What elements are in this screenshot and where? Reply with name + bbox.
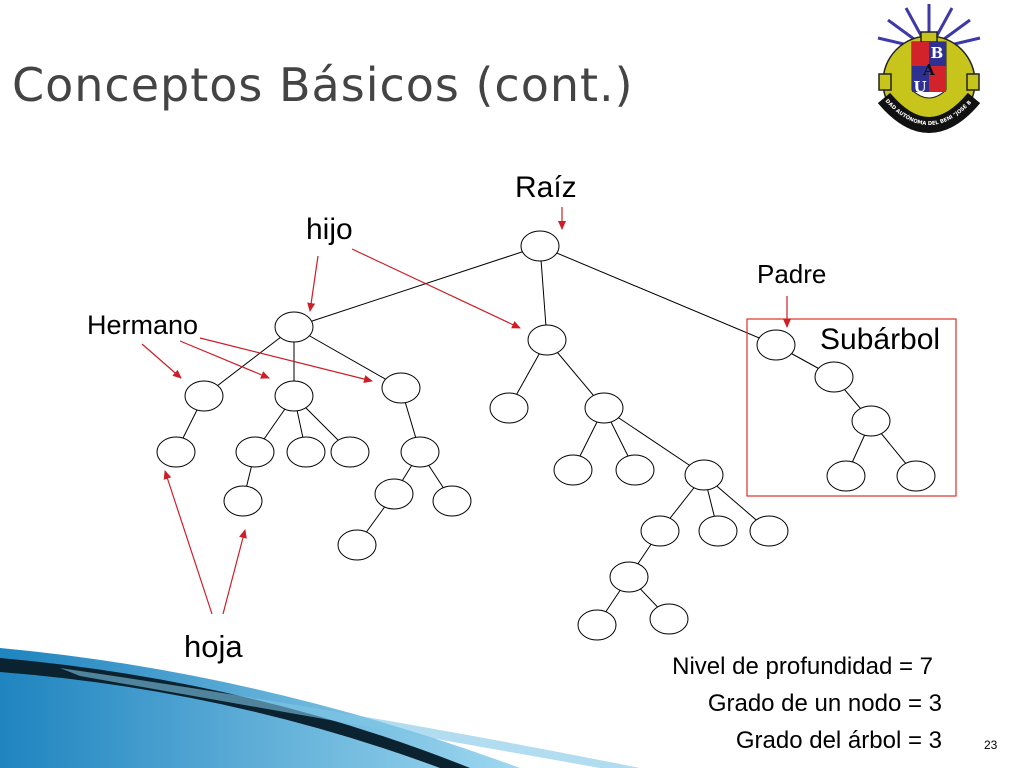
- label-hijo: hijo: [306, 213, 353, 246]
- tree-node: [274, 380, 314, 412]
- tree-node: [381, 372, 421, 404]
- tree-node-leaf: [223, 485, 263, 517]
- slide-number: 23: [984, 738, 998, 752]
- tree-node-leaf: [330, 436, 370, 468]
- tree-node-root: [520, 230, 560, 262]
- label-raiz: Raíz: [515, 171, 577, 204]
- tree-node-leaf: [156, 436, 196, 468]
- tree-node-leaf: [577, 609, 617, 641]
- tree-node: [756, 329, 796, 361]
- tree-nodes: [156, 230, 936, 641]
- tree-node-leaf: [489, 392, 529, 424]
- tree-node: [184, 380, 224, 412]
- hermano-arrow-2: [179, 340, 270, 379]
- tree-node: [274, 311, 314, 343]
- logo-letter-u: U: [913, 78, 926, 96]
- slide-title: Conceptos Básicos (cont.): [12, 58, 634, 112]
- logo-letter-a: A: [922, 61, 935, 79]
- tree-node-leaf: [553, 454, 593, 486]
- tree-node: [527, 324, 567, 356]
- hermano-arrow-3: [199, 337, 373, 383]
- hijo-arrow-left: [307, 255, 319, 312]
- tree-node: [235, 436, 275, 468]
- tree-node-leaf: [432, 485, 472, 517]
- tree-node-leaf: [649, 603, 689, 635]
- hoja-arrow-left: [163, 470, 213, 615]
- tree-node-leaf: [337, 529, 377, 561]
- tree-node-leaf: [826, 460, 866, 492]
- tree-node: [684, 459, 724, 491]
- tree-node-leaf: [698, 515, 738, 547]
- stat-nivel: Nivel de profundidad = 7: [672, 653, 933, 680]
- label-subarbol: Subárbol: [820, 323, 941, 356]
- tree-node-leaf: [749, 515, 789, 547]
- label-hermano: Hermano: [87, 310, 199, 340]
- university-logo: B A U UNIVERSIDAD AUTÓNOMA DEL BENI "JOS…: [870, 2, 981, 133]
- tree-node: [851, 405, 891, 437]
- tree-node: [584, 392, 624, 424]
- label-padre: Padre: [757, 259, 827, 289]
- tree-node: [814, 361, 854, 393]
- hermano-arrow-1: [141, 343, 182, 379]
- tree-node: [374, 478, 414, 510]
- tree-node: [609, 561, 649, 593]
- stat-grado-nodo: Grado de un nodo = 3: [707, 690, 942, 717]
- tree-node-leaf: [615, 454, 655, 486]
- tree-node: [640, 515, 680, 547]
- subtree-box: [746, 318, 957, 497]
- stat-grado-arbol: Grado del árbol = 3: [735, 727, 942, 754]
- tree-node-leaf: [896, 460, 936, 492]
- hoja-arrow-right: [222, 529, 247, 615]
- tree-edges: [175, 245, 917, 626]
- tree-node: [400, 436, 440, 468]
- hijo-arrow-right: [351, 248, 521, 329]
- label-hoja: hoja: [184, 629, 243, 664]
- logo-letter-b: B: [931, 44, 944, 62]
- tree-stats: Nivel de profundidad = 7 Grado de un nod…: [672, 648, 942, 759]
- tree-node-leaf: [286, 436, 326, 468]
